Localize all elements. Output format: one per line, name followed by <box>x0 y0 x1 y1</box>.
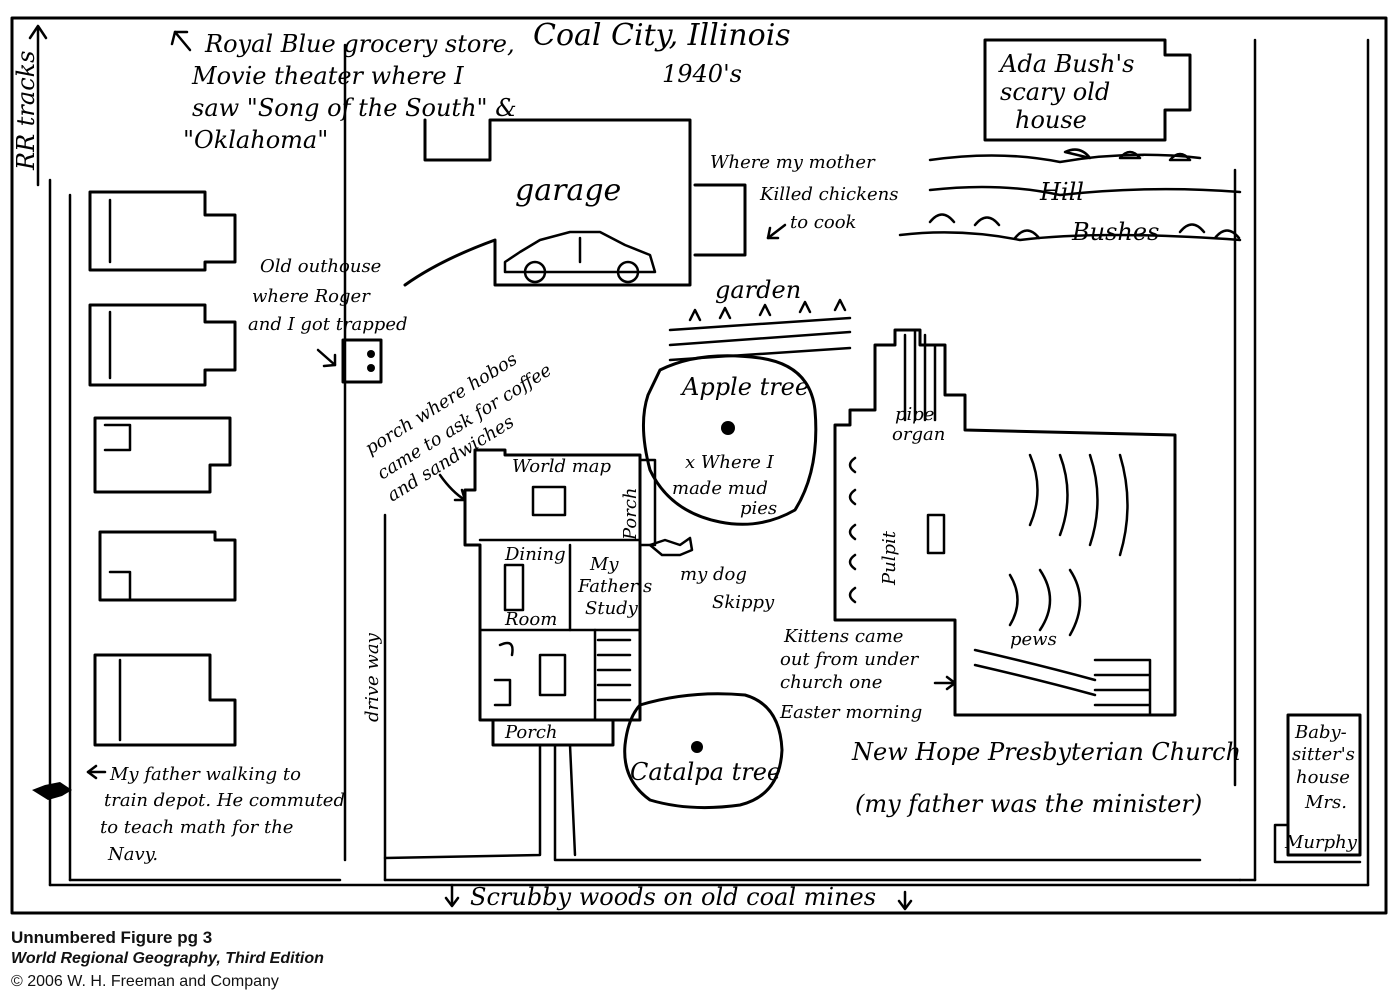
father-walking-label-4: Navy. <box>107 844 158 865</box>
grocery-label-2: Movie theater where I <box>191 62 464 90</box>
babysitter-label-5: Murphy <box>1284 832 1358 853</box>
mud-pies-label-1: x Where I <box>685 452 775 473</box>
center-drive <box>343 43 1202 882</box>
study-label-2: Father's <box>577 576 652 597</box>
minister-label: (my father was the minister) <box>855 790 1202 818</box>
hill-bushes-area <box>898 148 1242 242</box>
outhouse-label-2: where Roger <box>252 286 371 307</box>
mud-pies-label-2: made mud <box>672 478 768 499</box>
study-label-3: Study <box>585 598 639 619</box>
catalpa-tree-trunk <box>691 741 703 753</box>
map-title: Coal City, Illinois <box>533 18 791 53</box>
catalpa-tree-canopy <box>623 692 784 810</box>
kittens-label-1: Kittens came <box>783 626 903 647</box>
mother-label-1: Where my mother <box>710 152 876 173</box>
father-walking-arrow <box>86 764 107 780</box>
babysitter-label-2: sitter's <box>1292 744 1355 765</box>
right-street <box>1233 38 1370 887</box>
babysitter-label-3: house <box>1296 767 1350 788</box>
father-walking-label-3: to teach math for the <box>100 817 293 838</box>
porch-hobos-arrow <box>438 473 467 502</box>
grocery-label-3: saw "Song of the South" & <box>192 94 517 122</box>
room-label: Room <box>504 609 557 630</box>
garage-label: garage <box>515 173 621 208</box>
hill-label: Hill <box>1039 178 1084 206</box>
outhouse-label-3: and I got trapped <box>248 314 408 335</box>
porch-side-label: Porch <box>620 488 641 542</box>
rr-tracks-label: RR tracks <box>12 51 40 172</box>
babysitter-label-4: Mrs. <box>1304 792 1347 813</box>
outhouse-label-1: Old outhouse <box>260 256 381 277</box>
parsonage-house <box>463 448 657 747</box>
ada-bush-label-2: scary old <box>1000 78 1110 106</box>
babysitter-house <box>1286 713 1362 857</box>
left-houses <box>88 190 237 747</box>
church-label: New Hope Presbyterian Church <box>851 738 1241 766</box>
church-building <box>833 328 1177 717</box>
grocery-arrow <box>170 30 192 52</box>
pews-label: pews <box>1010 629 1057 650</box>
garage-side-shed <box>693 183 747 257</box>
outhouse-arrow <box>316 348 337 368</box>
apple-tree-canopy <box>641 354 818 526</box>
ada-bush-label-1: Ada Bush's <box>998 50 1134 78</box>
father-walking-label-2: train depot. He commuted <box>104 790 345 811</box>
left-street <box>48 178 1370 887</box>
world-map-label: World map <box>512 456 612 477</box>
mother-label-2: Killed chickens <box>759 184 899 205</box>
walking-figure <box>32 782 72 800</box>
outhouse-building <box>341 338 383 384</box>
caption-copyright: © 2006 W. H. Freeman and Company <box>11 973 279 990</box>
dog-label-2: Skippy <box>712 592 775 613</box>
mother-label-3: to cook <box>790 212 856 233</box>
map-subtitle: 1940's <box>662 60 742 88</box>
kittens-arrow <box>933 675 957 691</box>
porch-front-label: Porch <box>504 722 558 743</box>
study-label-1: My <box>589 554 619 575</box>
rr-tracks-arrow <box>28 24 48 187</box>
garden-label: garden <box>715 276 801 304</box>
catalpa-tree-label: Catalpa tree <box>630 758 781 786</box>
dog-drawing <box>648 536 694 557</box>
ada-bush-label-3: house <box>1015 106 1087 134</box>
drive-way-label: drive way <box>362 632 383 722</box>
kittens-label-2: out from under <box>780 649 920 670</box>
ada-bush-house <box>983 38 1192 142</box>
grocery-label-1: Royal Blue grocery store, <box>204 30 515 58</box>
garage-building <box>403 118 692 287</box>
mother-arrow <box>766 223 787 240</box>
bushes-label: Bushes <box>1071 218 1159 246</box>
kittens-label-3: church one <box>780 672 882 693</box>
apple-tree-trunk <box>721 421 735 435</box>
car-drawing <box>503 230 657 284</box>
mud-pies-label-3: pies <box>740 498 777 519</box>
pulpit-label: Pulpit <box>879 530 900 586</box>
dining-label: Dining <box>504 544 566 565</box>
dog-label-1: my dog <box>680 564 747 585</box>
father-walking-label-1: My father walking to <box>109 764 301 785</box>
hand-drawn-map: RR tracks <box>10 16 1388 915</box>
map-border <box>10 16 1388 915</box>
garden-plot <box>668 298 852 362</box>
pipe-organ-label-1: pipe <box>895 404 934 425</box>
caption-figure-number: Unnumbered Figure pg 3 <box>11 928 213 947</box>
grocery-label-4: "Oklahoma" <box>183 126 328 154</box>
apple-tree-label: Apple tree <box>680 373 809 401</box>
scrubby-woods-arrows <box>444 883 913 911</box>
caption-book-title: World Regional Geography, Third Edition <box>11 950 324 967</box>
pipe-organ-label-2: organ <box>892 424 945 445</box>
babysitter-label-1: Baby- <box>1294 722 1347 743</box>
scrubby-woods-label: Scrubby woods on old coal mines <box>470 883 876 911</box>
kittens-label-4: Easter morning <box>779 702 922 723</box>
